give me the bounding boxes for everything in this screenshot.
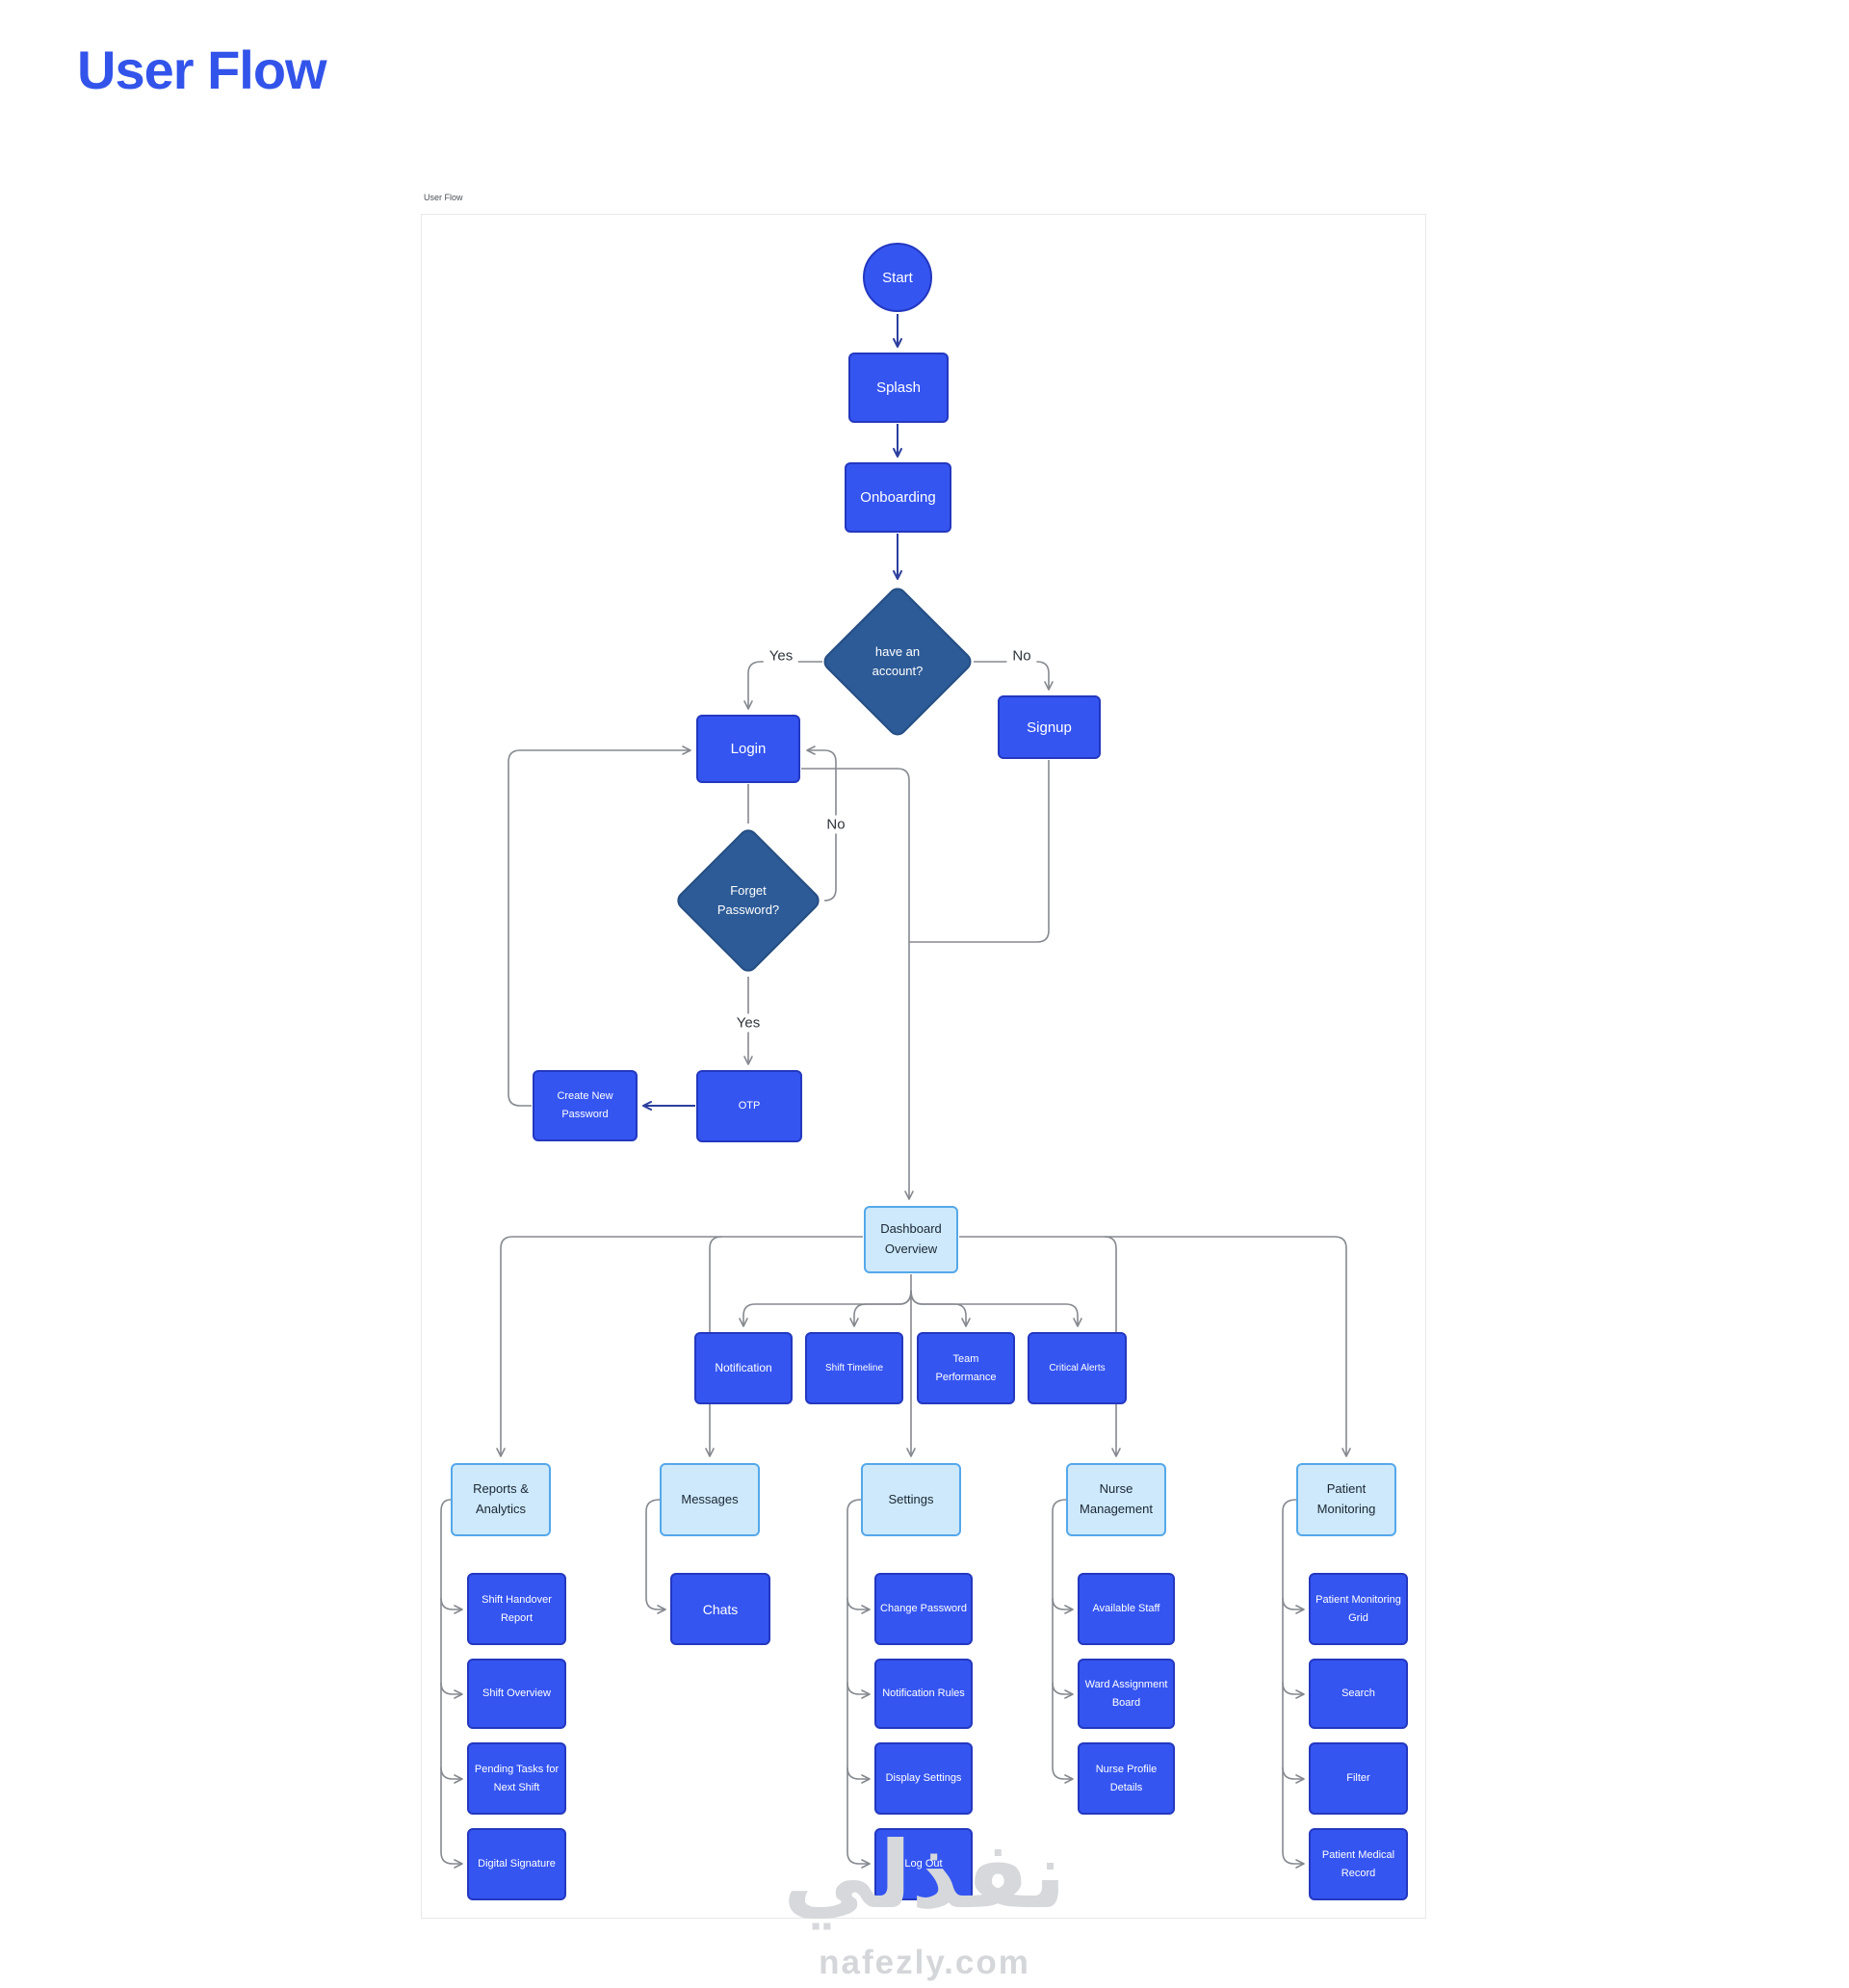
tree-patient-row3	[1282, 1766, 1305, 1784]
node-patient-monitoring: Patient Monitoring	[1296, 1463, 1396, 1536]
edge-label-forget-yes: Yes	[730, 1013, 767, 1033]
node-splash: Splash	[848, 353, 949, 423]
node-patient-monitoring-grid: Patient Monitoring Grid	[1309, 1573, 1408, 1645]
edge-label-forget-no: No	[820, 815, 851, 834]
edge-label-account-yes: Yes	[763, 646, 799, 666]
node-ward-assignment-board: Ward Assignment Board	[1078, 1659, 1175, 1729]
diamond-label: Forget Password?	[716, 882, 780, 917]
node-shift-handover-report: Shift Handover Report	[467, 1573, 566, 1645]
edge-dashboard-messages	[705, 1236, 722, 1457]
canvas-label: User Flow	[424, 193, 463, 202]
tree-nurse-row1	[1052, 1597, 1074, 1614]
node-onboarding: Onboarding	[845, 462, 951, 533]
node-shift-overview: Shift Overview	[467, 1659, 566, 1729]
node-digital-signature: Digital Signature	[467, 1828, 566, 1900]
tree-messages-main	[645, 1499, 666, 1614]
node-otp: OTP	[696, 1070, 802, 1142]
edge-account-no-signup	[974, 661, 1054, 691]
tree-patient-main	[1282, 1499, 1305, 1869]
edge-fan-notification	[739, 1290, 912, 1327]
node-login: Login	[696, 715, 800, 783]
tree-settings-main	[846, 1499, 871, 1869]
node-display-settings: Display Settings	[874, 1742, 973, 1815]
node-forget-password-diamond: Forget Password?	[673, 825, 823, 976]
tree-settings-row3	[846, 1766, 871, 1784]
node-signup: Signup	[998, 695, 1101, 759]
node-nurse-profile-details: Nurse Profile Details	[1078, 1742, 1175, 1815]
node-change-password: Change Password	[874, 1573, 973, 1645]
edge-createnewpassword-login	[508, 746, 691, 1107]
edge-fan-team-performance	[910, 1290, 971, 1327]
node-shift-timeline: Shift Timeline	[805, 1332, 903, 1404]
tree-nurse-main	[1052, 1499, 1074, 1784]
node-messages: Messages	[660, 1463, 760, 1536]
node-notification-rules: Notification Rules	[874, 1659, 973, 1729]
edge-dashboard-nurse	[1104, 1236, 1121, 1457]
node-notification: Notification	[694, 1332, 793, 1404]
edge-dashboard-patient	[959, 1236, 1351, 1457]
node-create-new-password: Create New Password	[533, 1070, 638, 1141]
tree-reports-row2	[440, 1682, 463, 1699]
node-search: Search	[1309, 1659, 1408, 1729]
page-title: User Flow	[77, 39, 327, 100]
tree-settings-row2	[846, 1682, 871, 1699]
tree-patient-row1	[1282, 1597, 1305, 1614]
edge-forget-no-login	[806, 746, 837, 902]
tree-reports-row3	[440, 1766, 463, 1784]
tree-patient-row2	[1282, 1682, 1305, 1699]
node-nurse-management: Nurse Management	[1066, 1463, 1166, 1536]
node-have-account-diamond: have an account?	[820, 584, 976, 740]
tree-nurse-row2	[1052, 1682, 1074, 1699]
tree-settings-row1	[846, 1597, 871, 1614]
edge-fan-critical-alerts	[910, 1290, 1082, 1327]
diamond-label: have an account?	[872, 643, 924, 678]
node-log-out: Log Out	[874, 1828, 973, 1900]
node-filter: Filter	[1309, 1742, 1408, 1815]
tree-reports-row1	[440, 1597, 463, 1614]
node-settings: Settings	[861, 1463, 961, 1536]
node-patient-medical-record: Patient Medical Record	[1309, 1828, 1408, 1900]
edge-fan-shift-timeline	[849, 1290, 912, 1327]
edge-dashboard-reports	[496, 1236, 863, 1457]
node-team-performance: Team Performance	[917, 1332, 1015, 1404]
node-dashboard-overview: Dashboard Overview	[864, 1206, 958, 1273]
tree-reports-main	[440, 1499, 463, 1869]
node-available-staff: Available Staff	[1078, 1573, 1175, 1645]
node-chats: Chats	[670, 1573, 770, 1645]
edge-account-yes-login	[743, 661, 822, 710]
edge-signup-join	[909, 760, 1050, 943]
node-start: Start	[863, 243, 932, 312]
node-reports-analytics: Reports & Analytics	[451, 1463, 551, 1536]
node-critical-alerts: Critical Alerts	[1028, 1332, 1127, 1404]
edge-label-account-no: No	[1006, 646, 1037, 666]
node-pending-tasks: Pending Tasks for Next Shift	[467, 1742, 566, 1815]
edge-login-dashboard	[801, 768, 914, 1200]
